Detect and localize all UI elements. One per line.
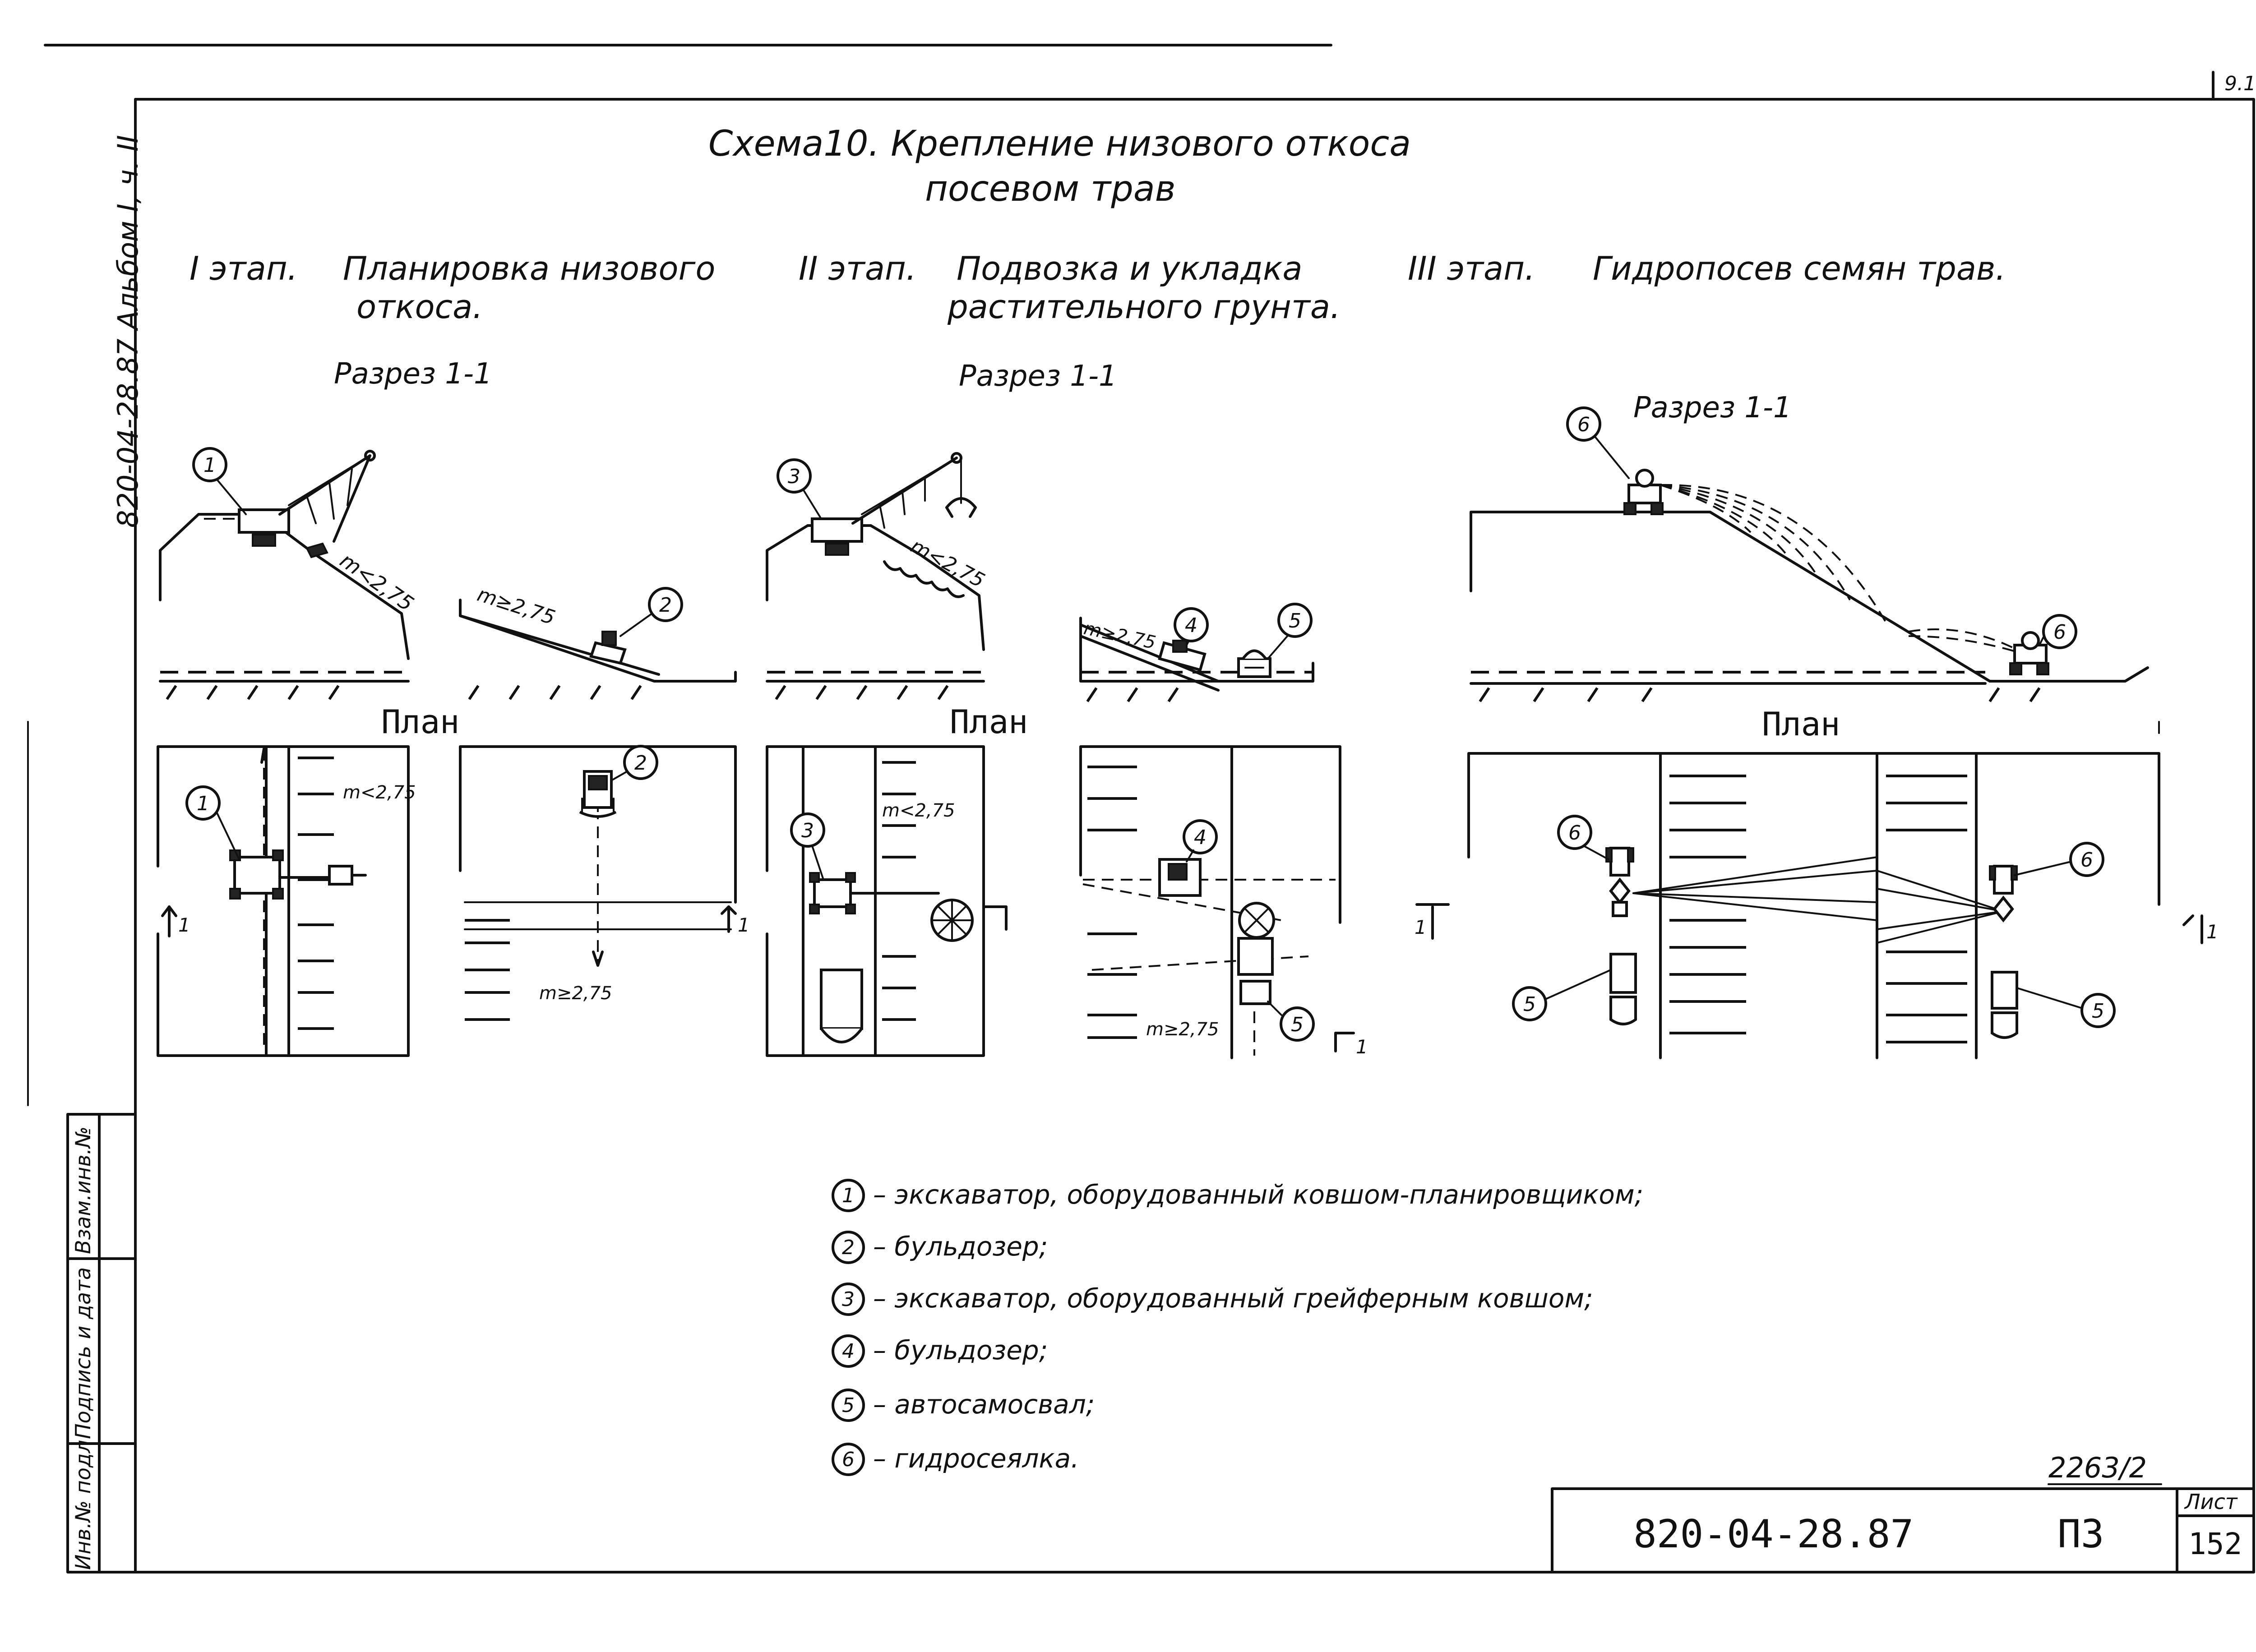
stamp-cell-inventory: Инв.№ подл bbox=[71, 1440, 95, 1570]
callout-4-plan: 4 bbox=[1194, 826, 1207, 849]
legend-num-4: 4 bbox=[842, 1340, 855, 1363]
stage2-plan-slope-ge: m≥2,75 bbox=[1146, 1019, 1219, 1040]
callout-2-section: 2 bbox=[659, 594, 672, 617]
section-mark-s1-left: 1 bbox=[178, 914, 190, 936]
stage3-name-line1: Гидропосев семян трав. bbox=[1593, 249, 2006, 287]
stage2-section-label: Разрез 1-1 bbox=[959, 360, 1117, 393]
stage1-slope-lt: m<2,75 bbox=[336, 548, 418, 616]
stage1-number: I этап. bbox=[190, 249, 298, 287]
legend-num-6: 6 bbox=[842, 1448, 855, 1471]
callout-5-plan-right: 5 bbox=[2092, 1000, 2104, 1023]
stage2-name-line2: растительного грунта. bbox=[947, 288, 1341, 326]
stage2-section-bulldozer-truck bbox=[1079, 617, 1314, 702]
stage1-plan-bulldozer bbox=[459, 745, 737, 1021]
section-mark-s3-left: 1 bbox=[1415, 916, 1427, 938]
handwritten-number: 2263/2 bbox=[2048, 1451, 2147, 1484]
stage1-plan-excavator bbox=[157, 745, 410, 1057]
doc-code: 820-04-28.87 bbox=[1633, 1512, 1914, 1557]
stage2-plan-excavator bbox=[766, 745, 1008, 1057]
stage2-section-excavator bbox=[766, 452, 985, 700]
legend bbox=[832, 1179, 865, 1476]
stage2-plan-bulldozer-truck bbox=[1079, 745, 1355, 1059]
stage3-number: III этап. bbox=[1408, 249, 1535, 287]
stage3-plan-hydroseeding bbox=[1415, 752, 2203, 1059]
stage1-plan-slope-ge: m≥2,75 bbox=[539, 983, 612, 1004]
stage3-section-hydroseeder bbox=[1470, 469, 2160, 734]
stage2-slope-ge: m≥2,75 bbox=[1082, 618, 1158, 654]
callout-6-plan-left: 6 bbox=[1568, 821, 1581, 844]
stage2-slope-lt: m<2,75 bbox=[907, 535, 989, 592]
section-code: ПЗ bbox=[2057, 1512, 2104, 1557]
legend-num-5: 5 bbox=[842, 1394, 855, 1417]
diagram-title-line2: посевом трав bbox=[925, 169, 1176, 209]
stage1-name-line2: откоса. bbox=[356, 288, 483, 326]
stage2-plan-slope-lt: m<2,75 bbox=[882, 800, 955, 821]
stamp-cell-signature: Подпись и дата bbox=[71, 1267, 95, 1439]
stage2-name-line1: Подвозка и укладка bbox=[957, 249, 1303, 287]
callout-5-plan-left: 5 bbox=[1523, 993, 1536, 1016]
stage2-plan-label: План bbox=[950, 703, 1028, 741]
callout-numbers: 1 2 1 2 3 4 5 3 4 5 6 6 6 6 5 5 bbox=[197, 413, 2104, 1036]
legend-text-6: – гидросеялка. bbox=[873, 1443, 1079, 1474]
stage3-section-label: Разрез 1-1 bbox=[1633, 391, 1792, 425]
section-mark-s3-right: 1 bbox=[2206, 921, 2219, 943]
stage1-plan-label: План bbox=[381, 703, 459, 741]
legend-text-5: – автосамосвал; bbox=[873, 1389, 1095, 1420]
legend-num-3: 3 bbox=[842, 1288, 855, 1311]
title-block bbox=[1551, 1487, 2255, 1574]
diagram-title-line1: Схема10. Крепление низового откоса bbox=[708, 124, 1411, 164]
stage1-plan-slope-lt: m<2,75 bbox=[343, 782, 416, 803]
stage2-number: II этап. bbox=[799, 249, 916, 287]
callout-6-plan-right: 6 bbox=[2080, 849, 2093, 872]
album-reference: 820-04-28.87 Альбом I, ч. II bbox=[111, 135, 144, 528]
legend-texts: – экскаватор, оборудованный ковшом-плани… bbox=[873, 1179, 1643, 1474]
callout-markers bbox=[185, 406, 2116, 1042]
sheet-frame bbox=[27, 44, 2255, 1574]
stage1-section-bulldozer bbox=[459, 599, 737, 700]
legend-num-2: 2 bbox=[842, 1236, 855, 1259]
legend-text-3: – экскаватор, оборудованный грейферным к… bbox=[873, 1283, 1593, 1314]
legend-text-1: – экскаватор, оборудованный ковшом-плани… bbox=[873, 1179, 1643, 1210]
stage1-name-line1: Планировка низового bbox=[343, 249, 715, 287]
callout-1-section: 1 bbox=[203, 454, 216, 477]
stage3-plan-label: План bbox=[1762, 705, 1840, 743]
legend-num-1: 1 bbox=[842, 1184, 855, 1207]
legend-text-4: – бульдозер; bbox=[873, 1335, 1048, 1366]
legend-text-2: – бульдозер; bbox=[873, 1231, 1048, 1262]
callout-1-plan: 1 bbox=[197, 792, 209, 815]
sheet-label: Лист bbox=[2184, 1490, 2238, 1514]
stamp-cell-replacement: Взам.инв.№ bbox=[71, 1126, 95, 1254]
stage1-section-label: Разрез 1-1 bbox=[334, 357, 492, 391]
left-stamp-strip bbox=[66, 1113, 137, 1574]
callout-6-section-bottom: 6 bbox=[2053, 621, 2066, 644]
callout-3-plan: 3 bbox=[801, 819, 814, 842]
legend-numbers: 1 2 3 4 5 6 bbox=[842, 1184, 855, 1471]
section-mark-s1-right: 1 bbox=[738, 914, 750, 936]
section-mark-numbers: 1 1 1 1 1 bbox=[178, 914, 2219, 1058]
callout-6-section-top: 6 bbox=[1577, 413, 1590, 436]
sheet-number: 152 bbox=[2188, 1527, 2242, 1561]
callout-4-section: 4 bbox=[1185, 614, 1197, 637]
callout-5-section: 5 bbox=[1289, 609, 1301, 632]
callout-2-plan: 2 bbox=[634, 752, 647, 775]
section-mark-s2-right: 1 bbox=[1356, 1036, 1368, 1058]
callout-3-section: 3 bbox=[788, 465, 800, 488]
stage1-section-excavator bbox=[159, 450, 410, 700]
sheet-marker: 9.1 bbox=[2224, 72, 2256, 95]
callout-5-plan: 5 bbox=[1291, 1013, 1304, 1036]
